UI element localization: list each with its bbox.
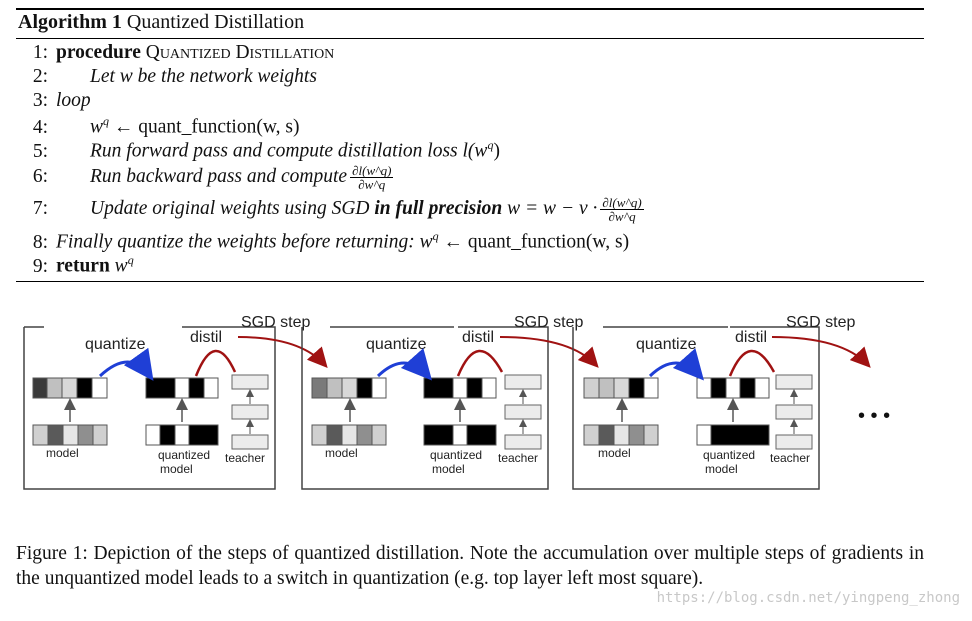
- sgd-step-label: SGD step: [241, 314, 310, 331]
- sgd-step-arrow: [237, 336, 328, 368]
- teacher-label: teacher: [225, 451, 265, 465]
- quantized-label: quantized: [703, 448, 755, 462]
- distil-label: distil: [190, 329, 222, 346]
- alg-line-7: 7:Update original weights using SGD in f…: [32, 195, 644, 224]
- teacher-stack: [775, 374, 813, 450]
- distil-arrow: [194, 349, 237, 377]
- alg-line-4: 4:wq ← quant_function(w, s): [32, 114, 300, 138]
- quantized-bottom-blocks: [145, 424, 219, 446]
- ellipsis-dots: • • •: [858, 405, 890, 427]
- alg-line-5: 5:Run forward pass and compute distillat…: [32, 138, 500, 162]
- model-label: model: [46, 446, 79, 460]
- sgd-step-arrow: [499, 336, 599, 368]
- model-bottom-blocks: [583, 424, 659, 446]
- update-fraction: ∂l(w^q)∂w^q: [600, 195, 644, 224]
- alg-line-1: 1:procedure Quantized Distillation: [32, 42, 335, 63]
- teacher-label: teacher: [770, 451, 810, 465]
- quantized-top-blocks: [145, 377, 219, 399]
- teacher-stack: [504, 374, 542, 450]
- sgd-step-arrow: [771, 336, 871, 368]
- sgd-step-label: SGD step: [514, 314, 583, 331]
- step-panel-1: model quantized model teacher quantize d…: [23, 314, 328, 490]
- teacher-label: teacher: [498, 451, 538, 465]
- quantize-arrow: [648, 348, 704, 381]
- step-panel-3: model quantized model teacher quantize d…: [572, 314, 871, 490]
- quantized-model-label: model: [705, 462, 738, 476]
- watermark-url: https://blog.csdn.net/yingpeng_zhong: [656, 590, 960, 606]
- model-top-blocks: [32, 377, 108, 399]
- teacher-stack: [231, 374, 269, 450]
- algorithm-name: Quantized Distillation: [126, 11, 305, 33]
- model-bottom-blocks: [32, 424, 108, 446]
- distil-label: distil: [462, 329, 494, 346]
- quantized-label: quantized: [158, 448, 210, 462]
- algorithm-label: Algorithm 1: [18, 11, 122, 33]
- alg-line-6: 6:Run backward pass and compute∂l(w^q)∂w…: [32, 163, 394, 192]
- derivative-fraction: ∂l(w^q)∂w^q: [350, 163, 394, 192]
- distillation-diagram: model quantized model teacher quantize d…: [23, 314, 890, 490]
- alg-line-9: 9:return wq: [32, 253, 134, 277]
- alg-mid-rule: [16, 38, 924, 39]
- quantized-bottom-blocks: [696, 424, 770, 446]
- alg-line-3: 3:loop: [32, 90, 91, 111]
- sgd-step-label: SGD step: [786, 314, 855, 331]
- quantized-model-label: model: [160, 462, 193, 476]
- distil-label: distil: [735, 329, 767, 346]
- quantize-label: quantize: [366, 336, 427, 353]
- quantize-arrow: [98, 347, 154, 381]
- model-top-blocks: [311, 377, 387, 399]
- distil-arrow: [456, 349, 504, 377]
- step-panel-2: model quantized model teacher quantize d…: [301, 314, 599, 490]
- model-label: model: [598, 446, 631, 460]
- quantized-model-label: model: [432, 462, 465, 476]
- alg-top-rule: [16, 8, 924, 10]
- alg-bottom-rule: [16, 281, 924, 282]
- quantized-top-blocks: [696, 377, 770, 399]
- model-top-blocks: [583, 377, 659, 399]
- quantize-label: quantize: [636, 336, 697, 353]
- distil-arrow: [728, 349, 776, 377]
- alg-line-8: 8:Finally quantize the weights before re…: [32, 229, 630, 253]
- quantized-label: quantized: [430, 448, 482, 462]
- quantize-label: quantize: [85, 336, 146, 353]
- figure-caption: Figure 1: Depiction of the steps of quan…: [16, 543, 924, 589]
- model-bottom-blocks: [311, 424, 387, 446]
- quantize-arrow: [376, 348, 432, 381]
- quantized-bottom-blocks: [423, 424, 497, 446]
- algorithm-title: Algorithm 1 Quantized Distillation: [18, 11, 304, 34]
- model-label: model: [325, 446, 358, 460]
- alg-line-2: 2:Let w be the network weights: [32, 66, 317, 87]
- quantized-top-blocks: [423, 377, 497, 399]
